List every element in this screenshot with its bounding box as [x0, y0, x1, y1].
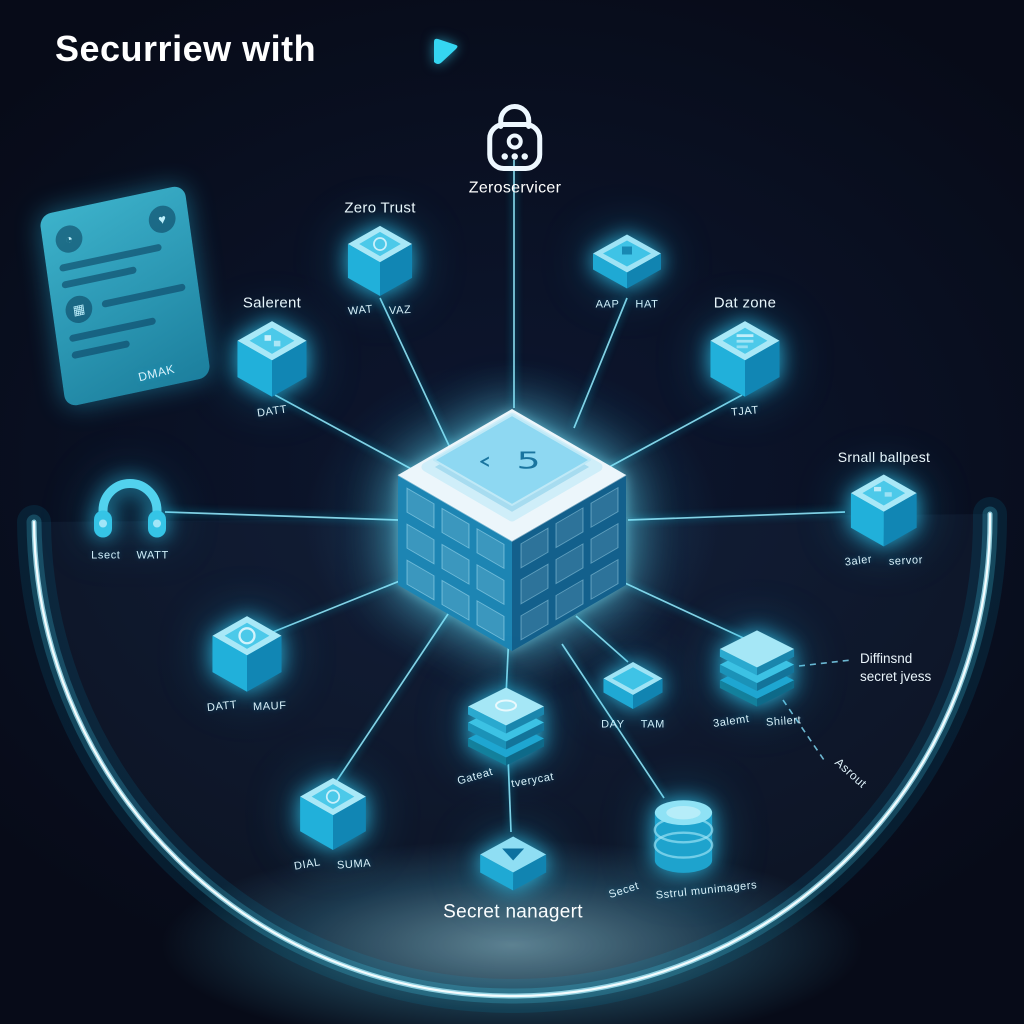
- hub-key-glyph: ‹ 5: [477, 448, 546, 474]
- node-tag: VAZ: [389, 303, 413, 318]
- node-tag: MAUF: [253, 699, 288, 714]
- node-tag: TAM: [640, 718, 665, 731]
- stack-icon: [468, 687, 544, 766]
- node-tag: TJAT: [730, 404, 760, 419]
- node-tag: Shilert: [765, 714, 802, 729]
- cube-icon: [212, 616, 282, 692]
- grid-icon: ▦: [63, 293, 95, 326]
- node-dial-suma: DIAL SUMA: [293, 774, 372, 873]
- connector-lines: [164, 160, 846, 833]
- flag-icon: [434, 38, 458, 64]
- node-datt-mauf: DATT MAUF: [206, 612, 288, 715]
- node-secret-manager: Secret nanagert: [443, 833, 583, 924]
- node-tag: WATT: [136, 549, 169, 562]
- page-title: Securriew with: [55, 28, 317, 69]
- hub-cube-icon: ‹ 5: [397, 409, 627, 651]
- node-tag: WAT: [347, 303, 374, 318]
- glow-arc: [17, 497, 1008, 1013]
- node-central-hub: ‹ 5: [386, 397, 638, 659]
- node-server: Srnall ballpest 3aler servor: [837, 449, 931, 569]
- node-tag: DIAL: [293, 856, 323, 873]
- node-stack-gateat: Gateat tverycat: [456, 682, 555, 790]
- cube-icon: [237, 321, 307, 397]
- annotation-dashed-lines: [782, 659, 852, 761]
- box-icon: [593, 234, 661, 289]
- node-database: Secet Sstrul munimagers: [607, 796, 758, 902]
- dashboard-panel: ◔ ♥ ▦: [38, 184, 212, 408]
- cube-icon: [710, 321, 780, 397]
- hub-tiles-right: [520, 486, 619, 641]
- node-dat-zone: Dat zone TJAT: [705, 294, 785, 419]
- node-zeroservicer: Zeroservicer: [469, 99, 562, 198]
- node-headset: Lsect WATT: [88, 471, 172, 562]
- node-tag: DATT: [256, 403, 288, 420]
- download-box-icon: [479, 836, 546, 891]
- node-label: Zeroservicer: [468, 179, 562, 197]
- box-icon: [603, 662, 663, 709]
- node-tag: servor: [888, 554, 924, 568]
- node-title: Srnall ballpest: [837, 449, 931, 465]
- node-tag: DAY: [601, 718, 625, 731]
- annotation-line: secret jvess: [860, 669, 932, 684]
- cube-icon: [347, 225, 413, 297]
- dashboard-bar: [71, 340, 130, 360]
- node-gateway: AAP HAT: [589, 230, 665, 311]
- stack-icon: [719, 630, 795, 707]
- heart-icon: ♥: [147, 203, 178, 236]
- pie-icon: ◔: [53, 222, 85, 256]
- node-title: Zero Trust: [344, 199, 416, 217]
- node-tag: 3aler: [844, 553, 874, 569]
- node-title: Salerent: [242, 294, 302, 312]
- node-tag: HAT: [635, 298, 659, 311]
- node-tag: AAP: [595, 298, 620, 311]
- node-zero-trust: Zero Trust WAT VAZ: [338, 199, 422, 318]
- node-day-tam: DAY TAM: [600, 658, 666, 731]
- database-icon: [653, 800, 713, 873]
- hub-tiles-left: [406, 487, 505, 642]
- headphones-icon: [94, 479, 166, 538]
- annotation-text: Diffinsnd secret jvess: [860, 650, 931, 686]
- node-tag: Lsect: [91, 549, 121, 562]
- node-salerent: Salerent DATT: [232, 294, 312, 420]
- annotation-line: Diffinsnd: [860, 651, 913, 666]
- node-caption: Secret nanagert: [443, 901, 583, 923]
- lock-icon: [487, 104, 543, 171]
- node-tag: DATT: [206, 698, 238, 715]
- cube-icon: [300, 777, 366, 850]
- cube-icon: [851, 474, 917, 547]
- node-stack-shilert: 3alemt Shilert: [712, 625, 802, 730]
- node-tag: 3alemt: [712, 713, 751, 730]
- node-title: Dat zone: [713, 294, 777, 312]
- node-tag: SUMA: [336, 857, 372, 872]
- dashboard-bar: [101, 283, 186, 308]
